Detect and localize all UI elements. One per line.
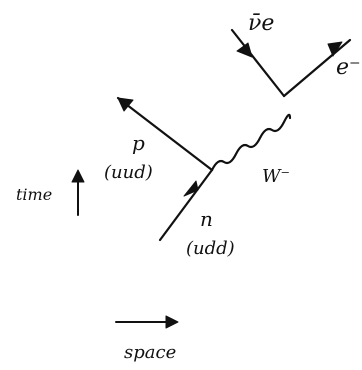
- w-boson-line: [210, 113, 292, 172]
- neutron-line: [158, 168, 214, 242]
- electron-arrow-icon: [327, 41, 343, 57]
- antineutrino-line: [230, 28, 286, 98]
- neutron-arrow-icon: [183, 180, 199, 197]
- space-axis-arrow-icon: [165, 315, 179, 329]
- proton-label: p: [132, 131, 145, 155]
- w-boson-label: W⁻: [262, 166, 290, 187]
- space-axis-label: space: [124, 342, 176, 363]
- antineutrino-arrow-icon: [236, 42, 253, 58]
- proton-line: [116, 96, 214, 172]
- antineutrino-label: ν̄e: [248, 11, 274, 36]
- electron-line: [282, 38, 352, 98]
- electron-label: e⁻: [336, 55, 361, 80]
- neutron-label: n: [200, 207, 213, 231]
- proton-quarks-label: (uud): [104, 162, 153, 183]
- proton-arrow-icon: [117, 97, 134, 112]
- neutron-quarks-label: (udd): [186, 238, 235, 259]
- time-axis-label: time: [16, 185, 52, 204]
- time-axis-arrow-icon: [71, 169, 85, 183]
